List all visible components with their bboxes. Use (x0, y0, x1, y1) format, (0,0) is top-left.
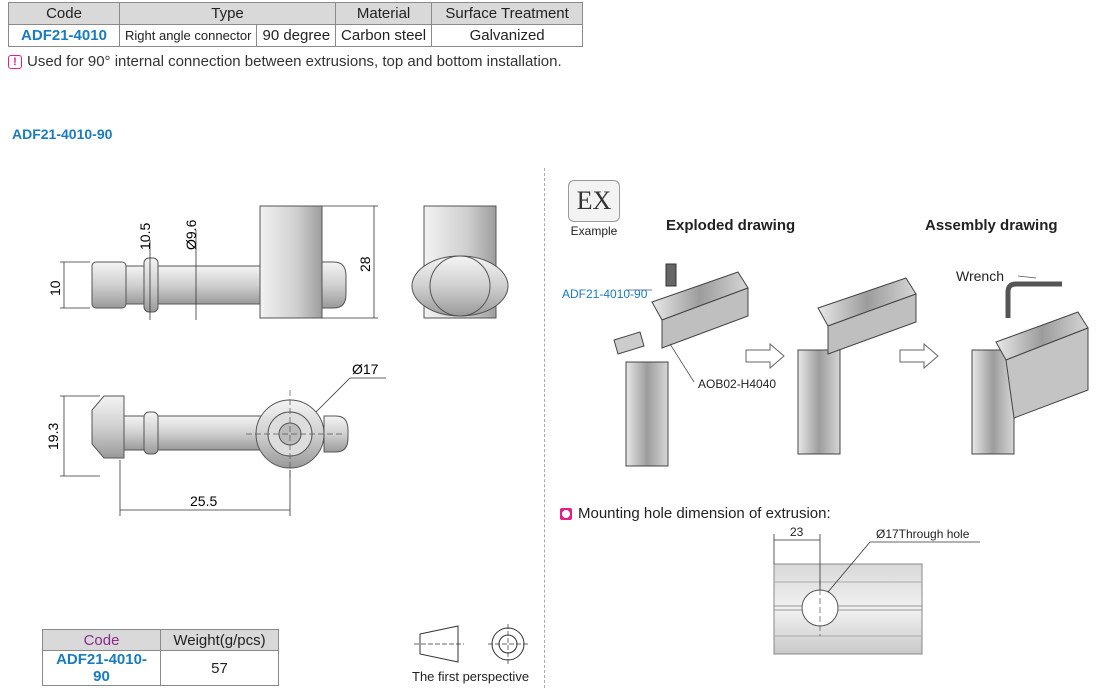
col-type-header: Type (118, 2, 337, 25)
usage-note: ! Used for 90° internal connection betwe… (8, 53, 562, 70)
arrow-icon-2 (899, 342, 939, 370)
dim-10-5: 10.5 (137, 223, 153, 250)
section-divider (544, 168, 545, 688)
model-title: ADF21-4010-90 (12, 126, 113, 142)
spec-table: Code Type Material Surface Treatment ADF… (8, 2, 584, 47)
weight-table: Code Weight(g/pcs) ADF21-4010-90 57 (42, 629, 279, 686)
assembly-illustration: ADF21-4010-90 AOB02-H4040 Wrench (562, 263, 1089, 467)
side-view (60, 205, 378, 320)
part-label: ADF21-4010-90 (562, 287, 648, 301)
ex-label: EX (568, 180, 620, 222)
mounting-drawing: 23 Ø17Through hole (773, 525, 980, 655)
spec-table-header-row: Code Type Material Surface Treatment (8, 2, 584, 25)
usage-note-text: Used for 90° internal connection between… (27, 53, 562, 70)
assembly-drawing (971, 275, 1089, 455)
weight-header-row: Code Weight(g/pcs) (42, 629, 279, 651)
spec-angle-cell: 90 degree (256, 24, 337, 47)
spec-surface-cell: Galvanized (431, 24, 584, 47)
example-badge: EX Example (568, 180, 620, 238)
top-view (60, 377, 386, 516)
spec-table-row: ADF21-4010 Right angle connector 90 degr… (8, 24, 584, 47)
weight-value-header: Weight(g/pcs) (160, 629, 279, 651)
example-caption: Example (570, 224, 618, 238)
dim-10: 10 (47, 280, 63, 296)
weight-code-header: Code (42, 629, 161, 651)
mount-dim-23: 23 (790, 525, 804, 539)
col-code-header: Code (8, 2, 120, 25)
weight-row: ADF21-4010-90 57 (42, 650, 279, 686)
middle-drawing (797, 277, 917, 455)
spec-code-cell: ADF21-4010 (8, 24, 120, 47)
dim-28: 28 (357, 256, 373, 272)
projection-symbol (414, 624, 528, 664)
exploded-title: Exploded drawing (666, 217, 796, 234)
dim-9-6: Ø9.6 (183, 219, 199, 250)
circle-marker-icon (560, 507, 572, 520)
assembly-title: Assembly drawing (925, 217, 1058, 234)
weight-value-cell: 57 (160, 650, 279, 686)
col-surface-header: Surface Treatment (431, 2, 584, 25)
spec-material-cell: Carbon steel (335, 24, 433, 47)
warning-icon: ! (8, 54, 22, 69)
exploded-drawing (613, 263, 749, 467)
arrow-icon (745, 342, 785, 370)
end-view (411, 205, 509, 319)
dim-17: Ø17 (352, 361, 379, 377)
dim-19-3: 19.3 (45, 423, 61, 450)
mounting-title-text: Mounting hole dimension of extrusion: (578, 505, 831, 522)
mounting-title: Mounting hole dimension of extrusion: (560, 505, 831, 522)
wrench-label: Wrench (956, 268, 1004, 284)
dim-25-5: 25.5 (190, 493, 217, 509)
projection-caption: The first perspective (412, 669, 530, 684)
spec-type-cell: Right angle connector (118, 24, 258, 47)
col-material-header: Material (335, 2, 433, 25)
through-hole-label: Ø17Through hole (876, 527, 970, 541)
weight-code-cell: ADF21-4010-90 (42, 650, 161, 686)
extrusion-label: AOB02-H4040 (698, 377, 776, 391)
technical-drawing: 10.5 Ø9.6 10 28 Ø17 19.3 25.5 (45, 205, 509, 516)
